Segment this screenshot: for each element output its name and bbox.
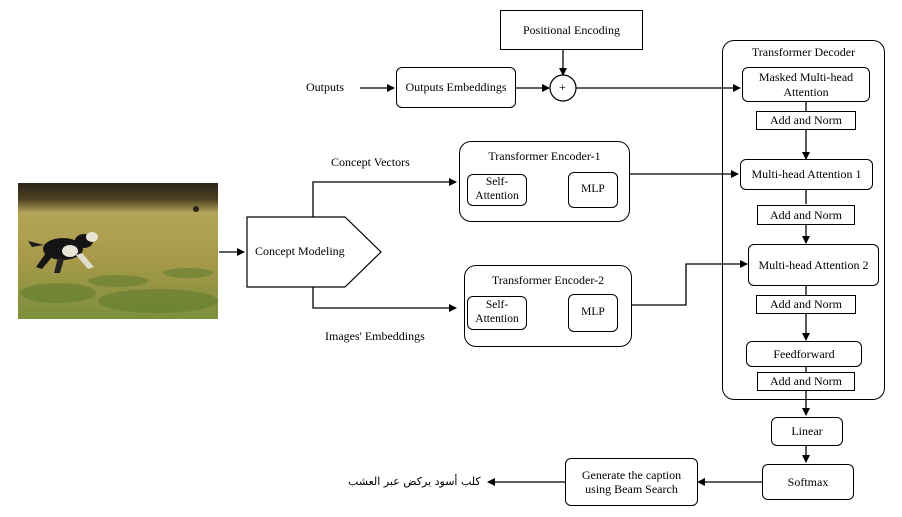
output-caption-text: كلب أسود يركض عبر العشب [348, 475, 481, 488]
outputs-label: Outputs [306, 80, 345, 94]
encoder-2-mlp: MLP [568, 294, 618, 332]
add-norm-2: Add and Norm [757, 205, 855, 225]
add-norm-1: Add and Norm [756, 111, 856, 130]
encoder-2-self-attention: Self- Attention [467, 296, 527, 330]
encoder-1-self-attention: Self- Attention [467, 174, 527, 206]
encoder-1-self-attention-line2: Attention [475, 190, 519, 202]
feedforward: Feedforward [746, 341, 862, 367]
dog-figure [28, 232, 98, 273]
images-embeddings-label: Images' Embeddings [325, 329, 425, 343]
masked-multi-head-attention: Masked Multi-head Attention [742, 67, 870, 102]
mha2-label: Multi-head Attention 2 [758, 257, 869, 272]
linear-label: Linear [791, 424, 823, 439]
transformer-encoder-1: Transformer Encoder-1 Self- Attention ML… [459, 141, 630, 222]
positional-encoding-label: Positional Encoding [523, 22, 620, 37]
input-image [18, 183, 218, 319]
multi-head-attention-1: Multi-head Attention 1 [740, 159, 873, 190]
dog-photo [18, 183, 218, 319]
masked-mha-line2: Attention [783, 84, 829, 99]
softmax-label: Softmax [787, 474, 829, 489]
transformer-decoder: Transformer Decoder [722, 40, 885, 400]
caption-gen-line1: Generate the caption [581, 467, 682, 482]
encoder-2-title: Transformer Encoder-2 [491, 273, 605, 287]
outputs-embeddings-box: Outputs Embeddings [396, 67, 516, 108]
positional-encoding-box: Positional Encoding [500, 10, 643, 50]
encoder-2-self-attention-line2: Attention [475, 313, 519, 325]
sum-node [549, 74, 577, 102]
encoder-1-mlp: MLP [568, 172, 618, 208]
concept-modeling-label: Concept Modeling [255, 244, 345, 258]
mha1-label: Multi-head Attention 1 [751, 167, 862, 182]
masked-mha-line1: Masked Multi-head [758, 70, 854, 85]
transformer-encoder-2: Transformer Encoder-2 Self- Attention ML… [464, 265, 632, 347]
caption-generation-box: Generate the caption using Beam Search [565, 458, 698, 506]
add-norm-3: Add and Norm [756, 295, 856, 314]
encoder-1-self-attention-line1: Self- [485, 176, 509, 189]
decoder-title: Transformer Decoder [751, 45, 856, 59]
add-norm-2-label: Add and Norm [770, 207, 842, 222]
add-norm-4-label: Add and Norm [770, 374, 842, 389]
linear-box: Linear [771, 417, 843, 446]
arrow-encoder2-to-mha2 [630, 260, 748, 306]
caption-gen-line2: using Beam Search [585, 482, 678, 496]
add-norm-1-label: Add and Norm [770, 113, 842, 128]
concept-vectors-label: Concept Vectors [331, 155, 410, 169]
arrow-concept-to-encoder1 [312, 178, 457, 217]
add-norm-3-label: Add and Norm [770, 297, 842, 312]
outputs-embeddings-label: Outputs Embeddings [405, 80, 507, 95]
softmax-box: Softmax [762, 464, 854, 500]
multi-head-attention-2: Multi-head Attention 2 [748, 244, 879, 286]
encoder-1-mlp-label: MLP [581, 183, 605, 196]
sum-symbol: + [559, 80, 566, 94]
encoder-2-mlp-label: MLP [581, 306, 605, 319]
feedforward-label: Feedforward [773, 346, 835, 361]
encoder-1-title: Transformer Encoder-1 [488, 149, 601, 163]
concept-modeling-shape [246, 216, 382, 288]
add-norm-4: Add and Norm [757, 372, 855, 391]
encoder-2-self-attention-line1: Self- [485, 299, 509, 312]
arrow-concept-to-encoder2 [312, 287, 457, 312]
